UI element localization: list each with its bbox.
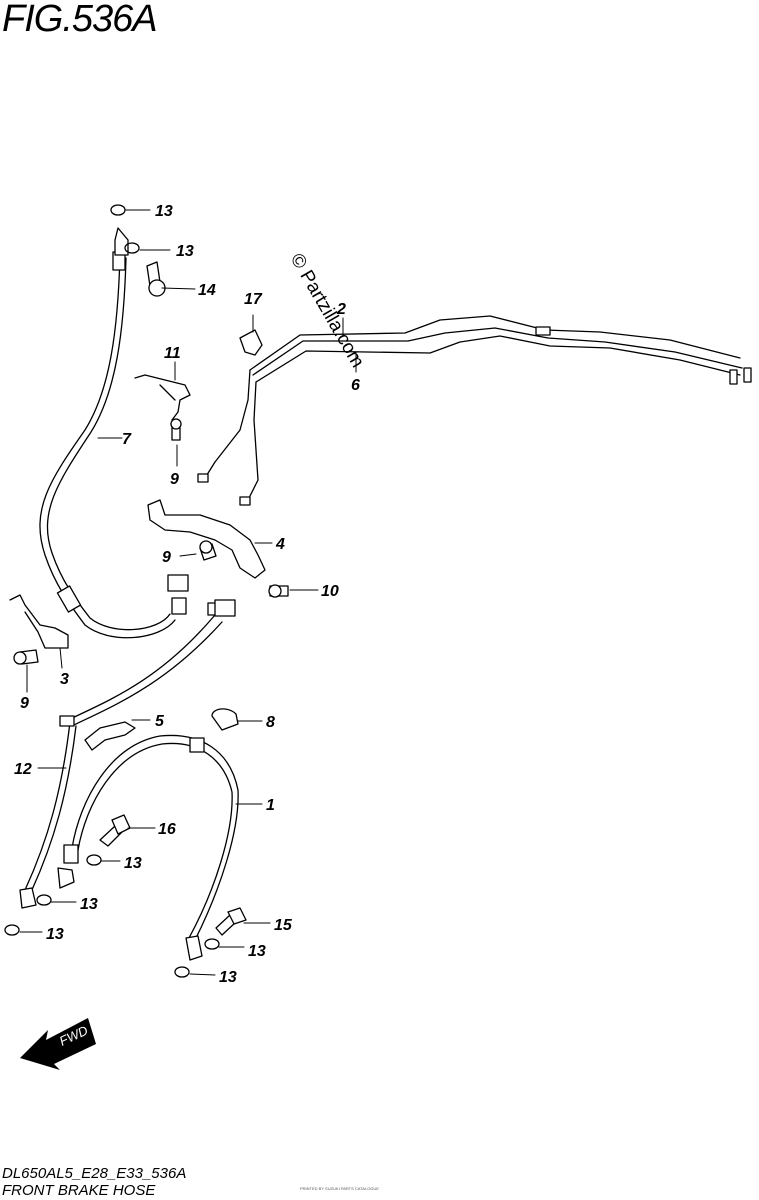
callout-7: 7 bbox=[122, 431, 132, 448]
callout-10: 10 bbox=[321, 583, 339, 600]
callout-2: 2 bbox=[336, 301, 346, 318]
callout-13-d: 13 bbox=[80, 896, 98, 913]
washer-13-upper[interactable] bbox=[124, 242, 140, 254]
washer-13-e[interactable] bbox=[174, 966, 190, 978]
callout-11: 11 bbox=[164, 345, 181, 362]
callout-12: 12 bbox=[14, 761, 32, 778]
callout-4: 4 bbox=[275, 536, 285, 553]
callout-14: 14 bbox=[198, 282, 216, 299]
washer-13-b[interactable] bbox=[36, 894, 52, 906]
callout-13-g: 13 bbox=[219, 969, 237, 986]
callout-5: 5 bbox=[155, 713, 165, 730]
washer-13-c[interactable] bbox=[4, 924, 20, 936]
part-9-bolt-a[interactable] bbox=[170, 418, 182, 441]
washer-13-a[interactable] bbox=[86, 854, 102, 866]
part-2-6-brake-pipes[interactable] bbox=[197, 315, 752, 506]
part-14-banjo-bolt[interactable] bbox=[146, 261, 166, 297]
callout-8: 8 bbox=[266, 714, 275, 731]
callout-13-c: 13 bbox=[124, 855, 142, 872]
fwd-direction-arrow: FWD bbox=[20, 1018, 96, 1070]
callout-9-b: 9 bbox=[162, 549, 171, 566]
callout-13-f: 13 bbox=[248, 943, 266, 960]
part-4-bracket[interactable] bbox=[147, 499, 266, 579]
callout-16: 16 bbox=[158, 821, 176, 838]
callout-15: 15 bbox=[274, 917, 293, 934]
part-12-brake-hose[interactable] bbox=[19, 574, 236, 909]
washer-13-top[interactable] bbox=[110, 204, 126, 216]
part-16-bolt[interactable] bbox=[99, 814, 131, 847]
model-code: DL650AL5_E28_E33_536A bbox=[2, 1165, 187, 1182]
callout-9-c: 9 bbox=[20, 695, 29, 712]
part-8-clamp[interactable] bbox=[211, 708, 239, 731]
callout-13-top: 13 bbox=[155, 203, 173, 220]
part-5-clip[interactable] bbox=[84, 721, 136, 751]
callout-3: 3 bbox=[60, 671, 69, 688]
callout-1: 1 bbox=[266, 797, 275, 814]
fineprint: PRINTED BY SUZUKI PARTS CATALOGUE bbox=[300, 1186, 379, 1191]
callout-6: 6 bbox=[351, 377, 360, 394]
part-17-clip[interactable] bbox=[239, 329, 263, 356]
part-9-bolt-b[interactable] bbox=[199, 540, 217, 561]
callout-17: 17 bbox=[244, 291, 263, 308]
figure-name: FRONT BRAKE HOSE bbox=[2, 1182, 156, 1199]
callout-9-a: 9 bbox=[170, 471, 179, 488]
part-1-brake-hose[interactable] bbox=[57, 734, 239, 961]
part-7-brake-hose[interactable] bbox=[39, 227, 187, 639]
leader-lines bbox=[19, 209, 357, 976]
washer-13-d[interactable] bbox=[204, 938, 220, 950]
callout-13-upper: 13 bbox=[176, 243, 194, 260]
part-10-bolt[interactable] bbox=[268, 584, 289, 598]
part-9-bolt-c[interactable] bbox=[13, 649, 39, 665]
callout-13-e: 13 bbox=[46, 926, 64, 943]
part-15-bolt[interactable] bbox=[215, 907, 247, 936]
part-11-bracket[interactable] bbox=[134, 374, 191, 421]
part-3-bracket[interactable] bbox=[9, 594, 69, 649]
figure-title: FIG.536A bbox=[2, 0, 158, 40]
